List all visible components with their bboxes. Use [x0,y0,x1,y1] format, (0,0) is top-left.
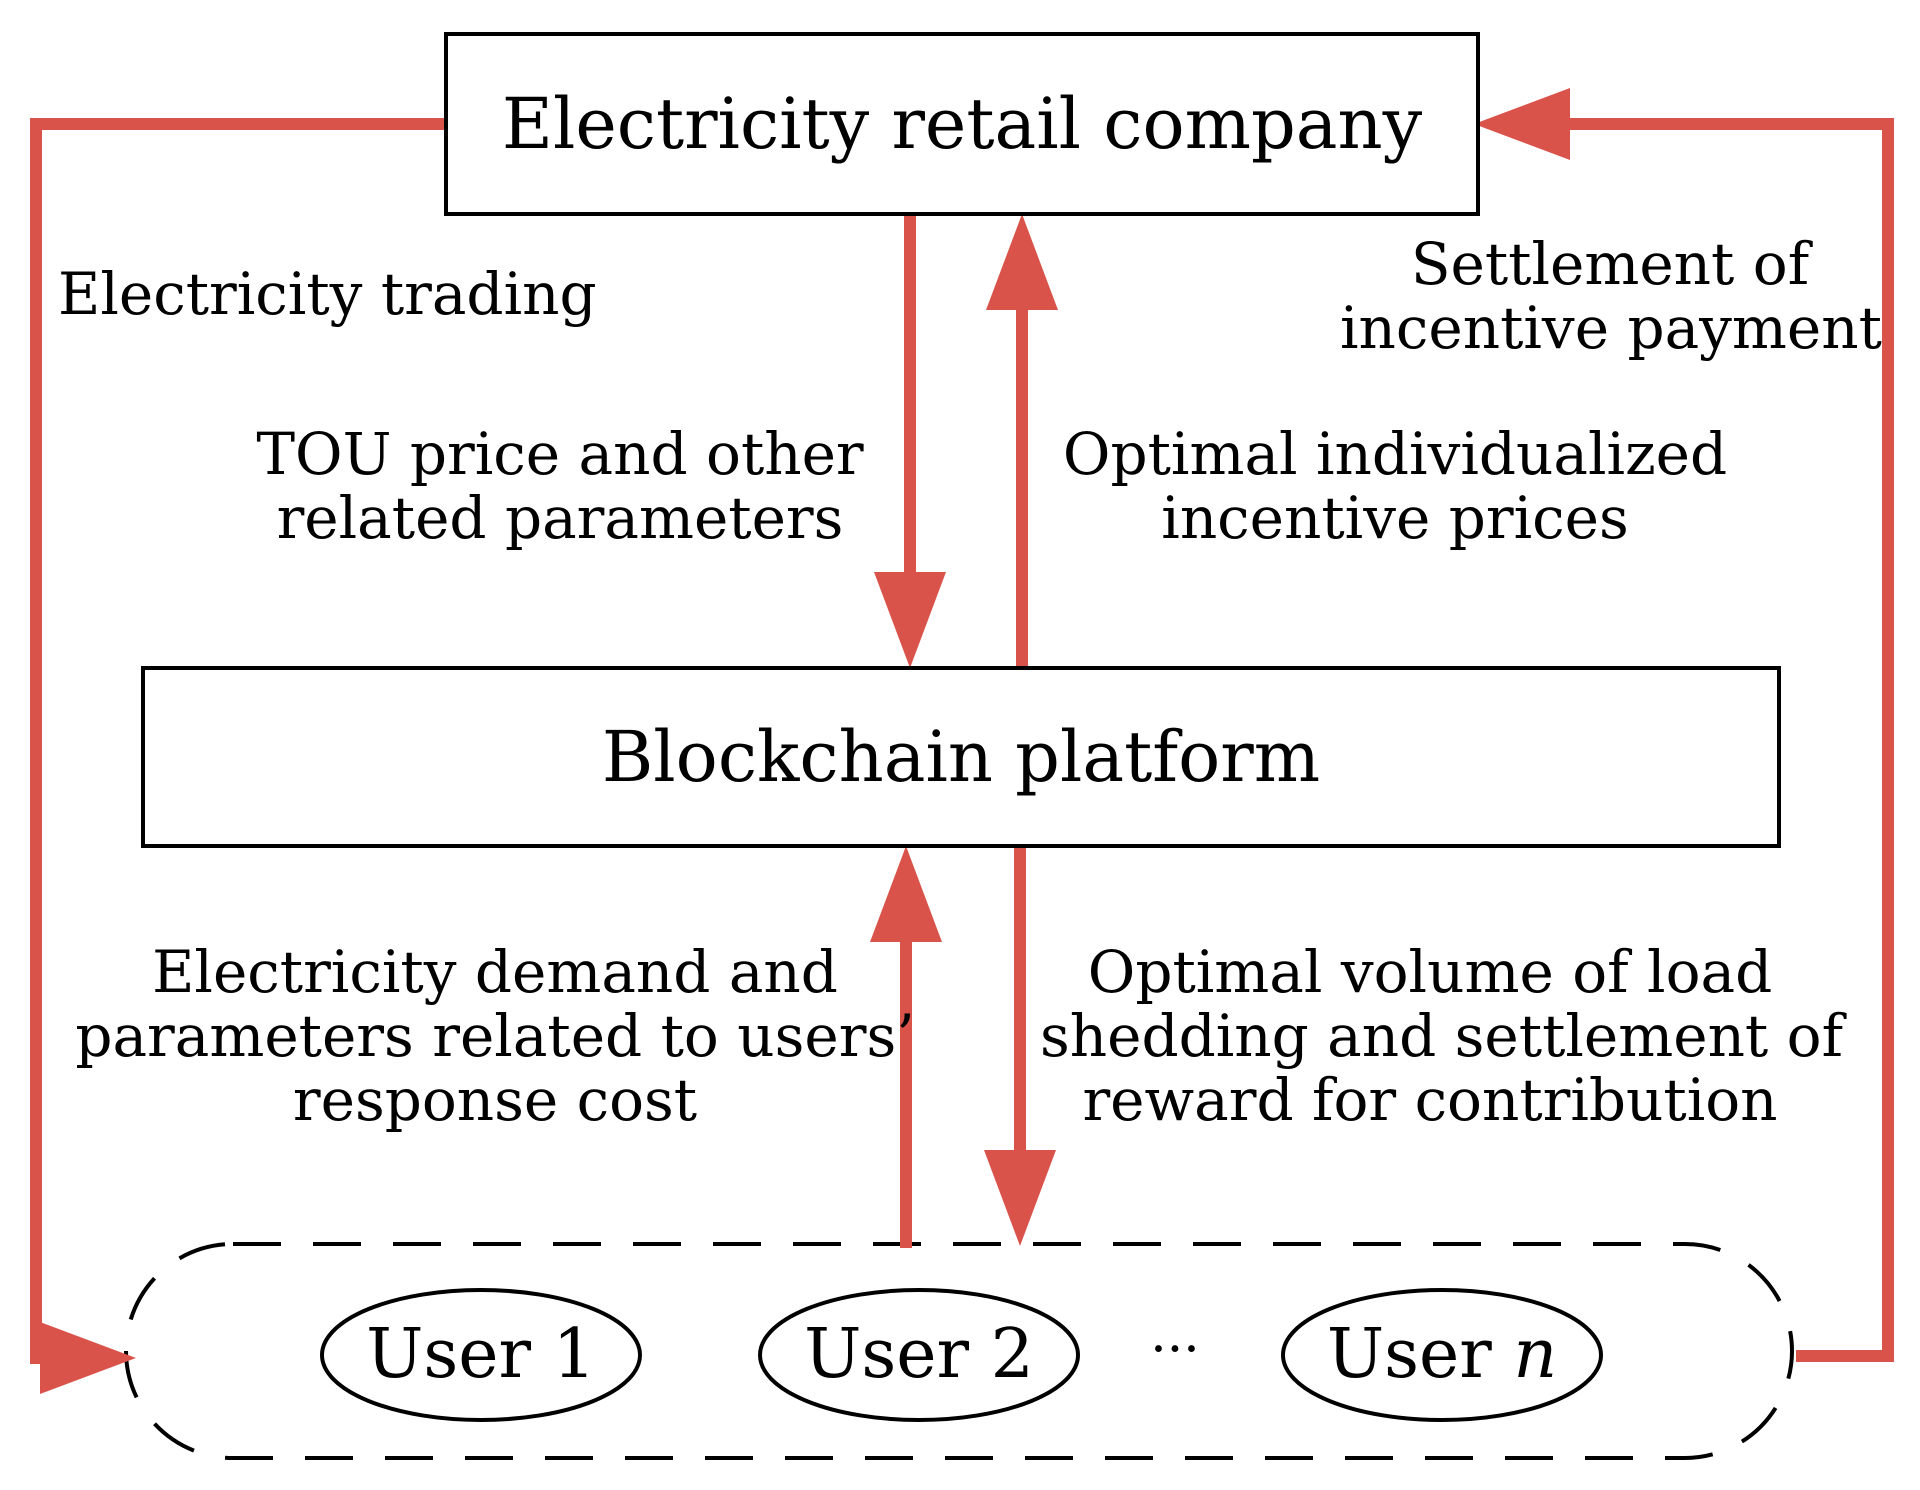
electricity-trading-label: Electricity trading [58,260,597,328]
user-2-label: User 2 [804,1315,1034,1394]
load-shedding-label: Optimal volume of load shedding and sett… [1040,938,1844,1134]
user-1-label: User 1 [366,1315,596,1394]
user-2-ellipse [758,1288,1080,1422]
electricity-demand-label: Electricity demand and parameters relate… [75,938,915,1134]
blockchain-platform-label: Blockchain platform [601,716,1321,798]
user-n-ellipse [1281,1288,1603,1422]
user-1-ellipse [320,1288,642,1422]
settlement-payment-label: Settlement of incentive payment [1340,230,1882,362]
settlement-payment-arrow [1474,88,1894,1362]
users-ellipsis: ··· [1150,1320,1200,1380]
user-n-label: User n [1326,1315,1558,1394]
optimal-prices-label: Optimal individualized incentive prices [1062,420,1728,552]
retail-company-box: Electricity retail company [444,32,1480,216]
retail-company-label: Electricity retail company [501,83,1423,165]
electricity-trading-arrow [30,118,444,1394]
tou-price-label: TOU price and other related parameters [256,420,864,552]
blockchain-platform-box: Blockchain platform [141,666,1781,848]
